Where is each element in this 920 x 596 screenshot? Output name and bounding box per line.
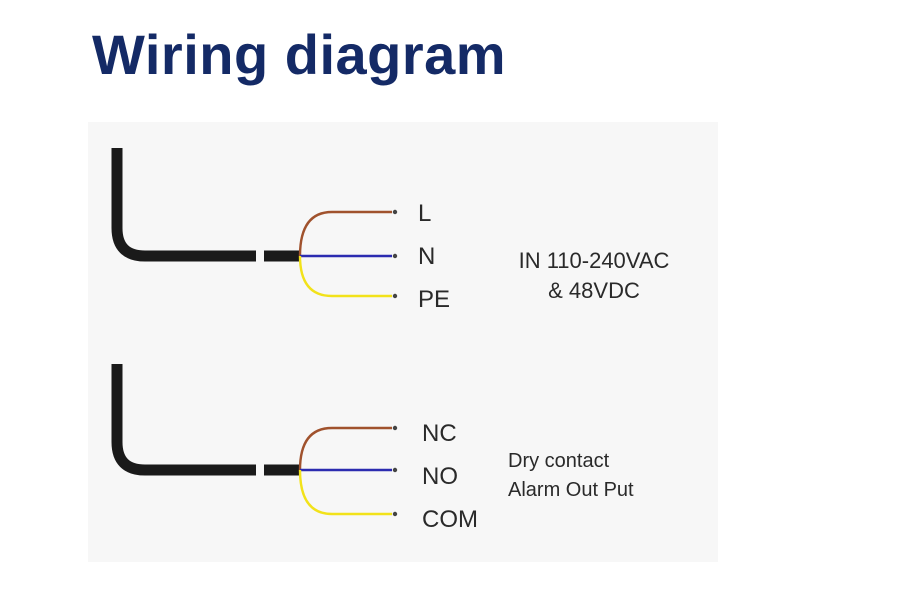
- terminal-label-pe: PE: [418, 286, 450, 313]
- terminal-dot-no: [392, 467, 398, 473]
- input-cable: [111, 148, 256, 262]
- input-description-line2: & 48VDC: [548, 278, 640, 303]
- terminal-dot-nc: [392, 425, 398, 431]
- terminal-dot-n: [392, 253, 398, 259]
- alarm-wire-com: [298, 469, 392, 516]
- terminal-dot-com: [392, 511, 398, 517]
- input-description-line1: IN 110-240VAC: [519, 248, 670, 273]
- alarm-cable-group: NC NO COM Dry contact Alarm Out Put: [111, 364, 634, 533]
- input-cable-group: L N PE IN 110-240VAC & 48VDC: [111, 148, 670, 313]
- terminal-label-n: N: [418, 243, 435, 270]
- terminal-label-com: COM: [422, 506, 478, 533]
- input-wire-l: [298, 210, 392, 257]
- terminal-label-nc: NC: [422, 420, 457, 447]
- terminal-dot-pe: [392, 293, 398, 299]
- alarm-wire-nc: [298, 426, 392, 471]
- alarm-description-line2: Alarm Out Put: [508, 479, 634, 501]
- alarm-cable: [111, 364, 256, 476]
- input-wire-pe: [298, 255, 392, 298]
- page-title: Wiring diagram: [92, 23, 507, 86]
- alarm-description-line1: Dry contact: [508, 450, 610, 472]
- terminal-label-l: L: [418, 200, 431, 227]
- diagram-panel: [88, 122, 718, 562]
- terminal-dot-l: [392, 209, 398, 215]
- terminal-label-no: NO: [422, 463, 458, 490]
